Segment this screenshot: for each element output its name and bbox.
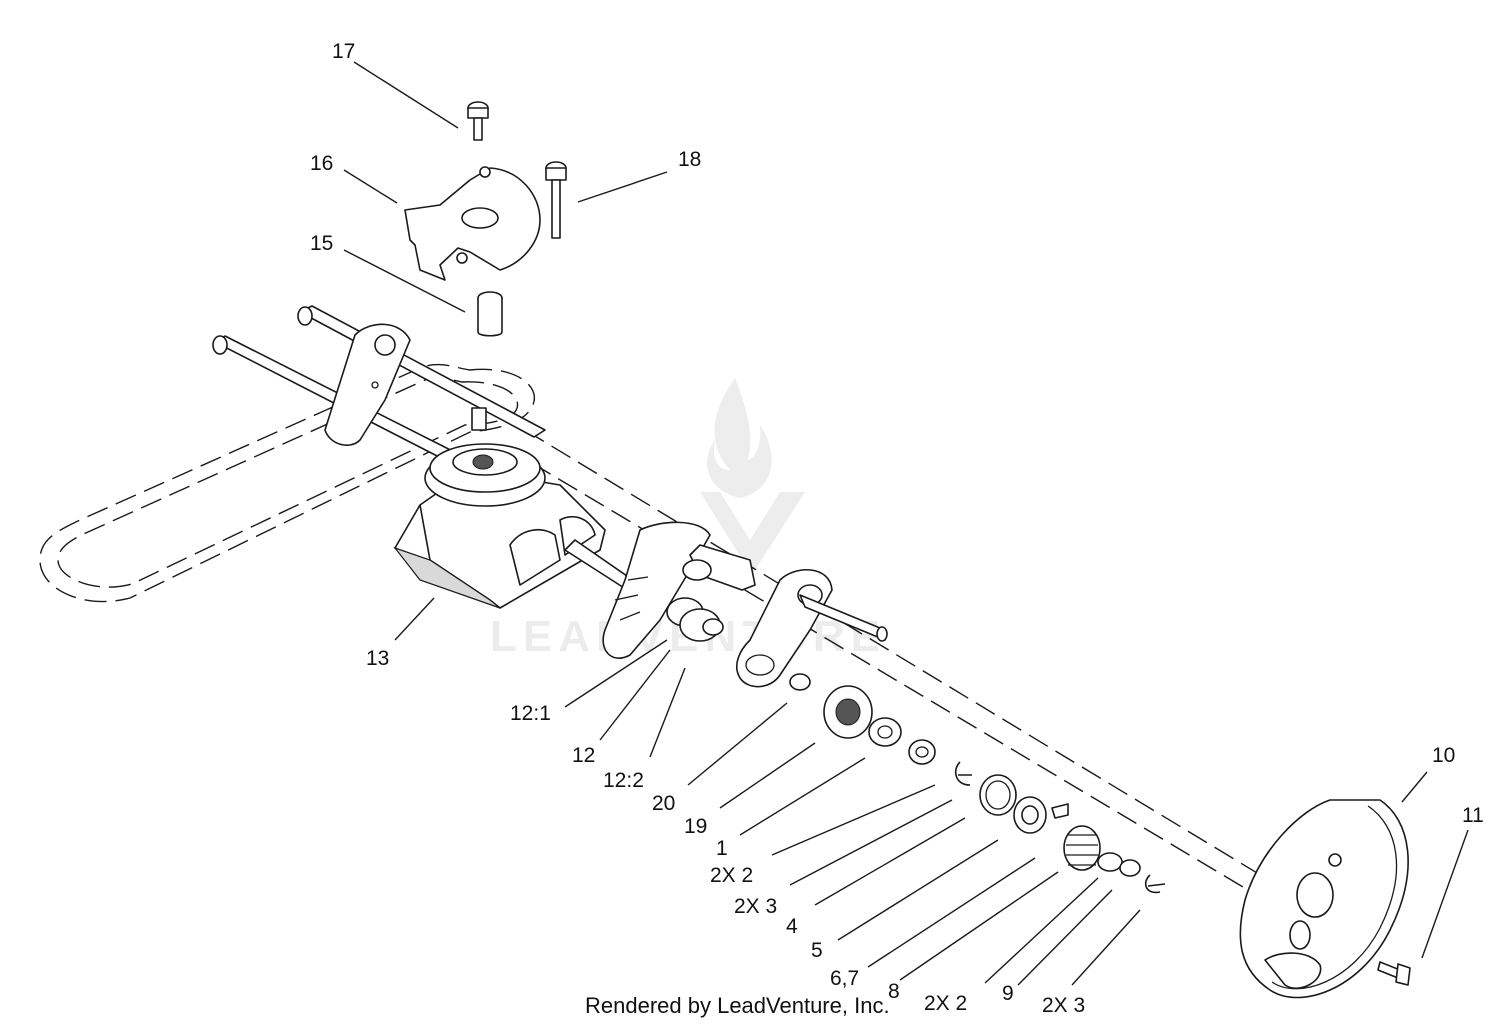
callout-9: 9 (1002, 982, 1014, 1005)
callout-16: 16 (310, 152, 333, 175)
callout-15: 15 (310, 232, 333, 255)
callout-labels: 17 16 18 15 13 12:1 12 12:2 20 19 1 2X 2… (310, 40, 1484, 1017)
gear-8 (1063, 825, 1101, 871)
callout-4: 4 (786, 915, 798, 938)
retaining-ring-20 (789, 673, 811, 691)
callout-8: 8 (888, 980, 900, 1003)
gearbox-transmission (393, 407, 641, 609)
axle-bracket (735, 569, 888, 688)
spring-9 (1119, 859, 1141, 877)
ring-2 (908, 739, 936, 765)
callout-6-7: 6,7 (830, 967, 859, 990)
bolt-11 (1377, 961, 1411, 986)
key-6-7 (1051, 803, 1069, 819)
drive-belt (39, 363, 536, 603)
cover-plate (404, 166, 541, 281)
washer-2b (1097, 852, 1123, 872)
callout-2x3-b: 2X 3 (1042, 994, 1085, 1017)
callout-10: 10 (1432, 744, 1455, 767)
callout-1: 1 (716, 837, 728, 860)
axle-centerline (504, 429, 1311, 916)
callout-2x2-b: 2X 2 (924, 992, 967, 1015)
wheel-10 (1239, 799, 1409, 999)
callout-19: 19 (684, 815, 707, 838)
rendered-by-footer: Rendered by LeadVenture, Inc. (585, 993, 890, 1018)
callout-12: 12 (572, 744, 595, 767)
callout-13: 13 (366, 647, 389, 670)
shift-lever-plate (602, 521, 756, 659)
callout-2x2-a: 2X 2 (710, 864, 753, 887)
callout-2x3-a: 2X 3 (734, 895, 777, 918)
shift-bracket (324, 323, 411, 446)
callout-12-2: 12:2 (603, 769, 644, 792)
spacer-15 (477, 291, 503, 337)
bolt-17 (467, 101, 489, 141)
callout-11: 11 (1462, 804, 1484, 827)
clutch-assembly (666, 597, 724, 642)
callout-18: 18 (678, 148, 701, 171)
washer-1 (868, 717, 902, 747)
axle-hardware (789, 673, 1166, 894)
bolt-18 (545, 161, 567, 239)
watermark-logo (700, 378, 805, 575)
callout-5: 5 (811, 939, 823, 962)
clip-3b (1144, 874, 1166, 894)
leader-lines (343, 61, 1469, 986)
callout-17: 17 (332, 40, 355, 63)
callout-20: 20 (652, 792, 675, 815)
clip-3 (954, 761, 972, 786)
callout-12-1: 12:1 (510, 702, 551, 725)
